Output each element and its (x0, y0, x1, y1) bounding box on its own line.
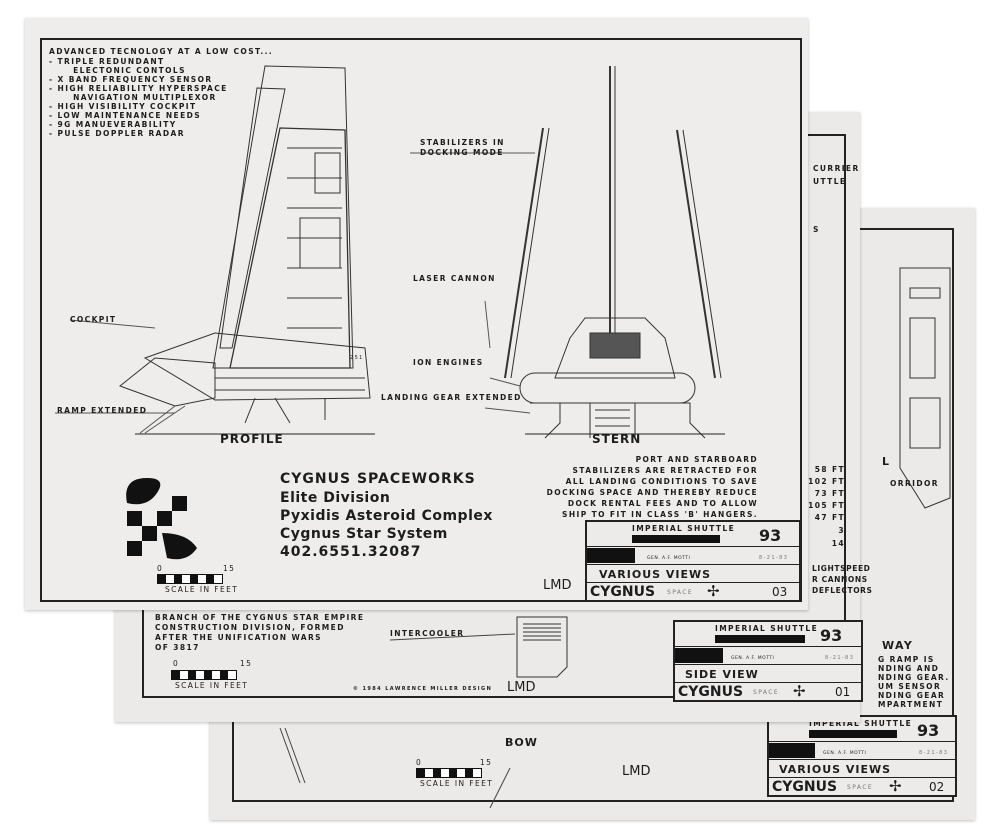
callout-gear: LANDING GEAR EXTENDED (381, 393, 522, 402)
designer-mark: LMD (622, 764, 651, 779)
callout-cockpit: COCKPIT (70, 315, 117, 324)
scale-bar (157, 574, 223, 584)
callout-stabilizers: STABILIZERS IN DOCKING MODE (420, 138, 505, 157)
designer-mark: LMD (543, 578, 572, 593)
callout-ion: ION ENGINES (413, 358, 484, 367)
blueprint-sheet-03: ADVANCED TECNOLOGY AT A LOW COST... - TR… (25, 18, 808, 610)
callout-ramp: RAMP EXTENDED (57, 406, 148, 415)
title-block: IMPERIAL SHUTTLE 93 GEN. A.F. MOTTI 8-21… (767, 715, 957, 797)
cygnus-cross-icon: ✢ (707, 582, 720, 600)
cygnus-logo (126, 478, 197, 560)
cygnus-cross-icon: ✢ (889, 777, 902, 795)
view-label-bow: BOW (505, 736, 538, 749)
shuttle-drawings (55, 65, 725, 439)
partial-heading-way: WAY (882, 639, 914, 652)
intercooler-label: INTERCOOLER (390, 629, 465, 638)
designer-mark: LMD (507, 680, 536, 695)
title-block: IMPERIAL SHUTTLE 93 GEN. A.F. MOTTI 8-21… (673, 620, 863, 702)
scale-bar (171, 670, 237, 680)
intercooler-drawing (389, 616, 568, 678)
view-label-stern: STERN (592, 432, 642, 446)
hull-number: 251 (350, 355, 364, 361)
title-block: IMPERIAL SHUTTLE 93 GEN. A.F. MOTTI 8-21… (585, 520, 801, 602)
callout-laser: LASER CANNON (413, 274, 496, 283)
partial-heading: L (882, 455, 891, 468)
scale-bar (416, 768, 482, 778)
cygnus-cross-icon: ✢ (793, 682, 806, 700)
copyright: © 1984 LAWRENCE MILLER DESIGN (353, 686, 493, 692)
bow-drawing (279, 267, 951, 809)
view-label-profile: PROFILE (220, 432, 284, 446)
sheet-border (40, 38, 802, 602)
partial-corridor-label: ORRIDOR (890, 479, 939, 488)
